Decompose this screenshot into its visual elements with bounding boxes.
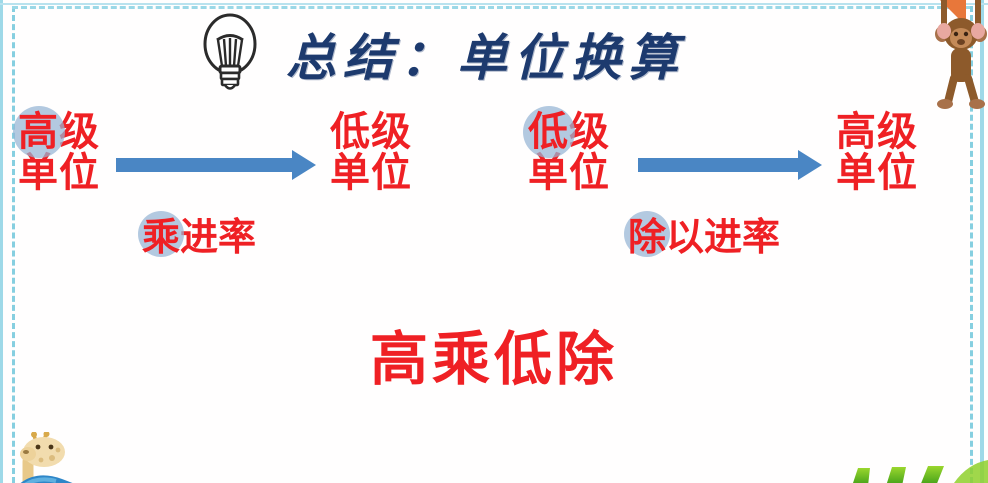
flow-0-operation: 乘进率 [142,206,256,261]
flow-1-source: 低级 单位 [528,112,610,194]
flow-0-source-highlight: 高 [18,109,59,155]
title-row: 总结：单位换算 [196,8,685,100]
border-top-solid [0,3,988,5]
giraffe-icon [20,432,73,483]
border-left-solid [0,0,3,483]
flow-1-source-highlight: 低 [528,109,569,155]
flow-1-arrow-head [798,150,822,180]
flow-0-arrow-shaft [116,158,294,172]
flow-1-arrow-shaft [638,158,800,172]
flow-1-operation-rest: 以进率 [666,215,781,259]
flow-1-arrow-right-icon [638,150,824,180]
flow-0-target: 低级 单位 [330,112,412,194]
flow-0-operation-rest: 进率 [180,215,257,259]
grass-icon [853,460,988,483]
flow-0-arrow-right-icon [116,150,316,180]
flow-0-source-line2: 单位 [18,149,100,196]
flow-1-source-line1: 低级 [528,112,610,153]
monkey-icon [935,0,987,109]
lightbulb-icon [203,13,257,90]
flow-0-source-line1-rest: 级 [59,109,100,155]
flow-1-target: 高级 单位 [836,112,918,194]
border-right-dashed [970,6,973,483]
flow-0-target-line2: 单位 [330,149,412,196]
page-title: 总结：单位换算 [286,29,685,87]
flow-1-operation-highlight: 除 [628,206,666,261]
flow-1-source-line2: 单位 [528,149,610,196]
flow-0-source-line1: 高级 [18,112,100,153]
flow-0-arrow-head [292,150,316,180]
flow-0-source: 高级 单位 [18,112,100,194]
border-right-solid [980,0,984,483]
border-top-dashed [12,6,970,9]
border-left-dashed [12,6,15,483]
flow-0-target-line1: 低级 [330,109,412,155]
flow-1-target-line2: 单位 [836,149,918,196]
flow-1-target-line1: 高级 [836,109,918,155]
flow-1-operation: 除以进率 [628,206,780,261]
conclusion-text: 高乘低除 [369,325,618,393]
flow-0-operation-highlight: 乘 [142,206,180,261]
flow-1-source-line1-rest: 级 [569,109,610,155]
